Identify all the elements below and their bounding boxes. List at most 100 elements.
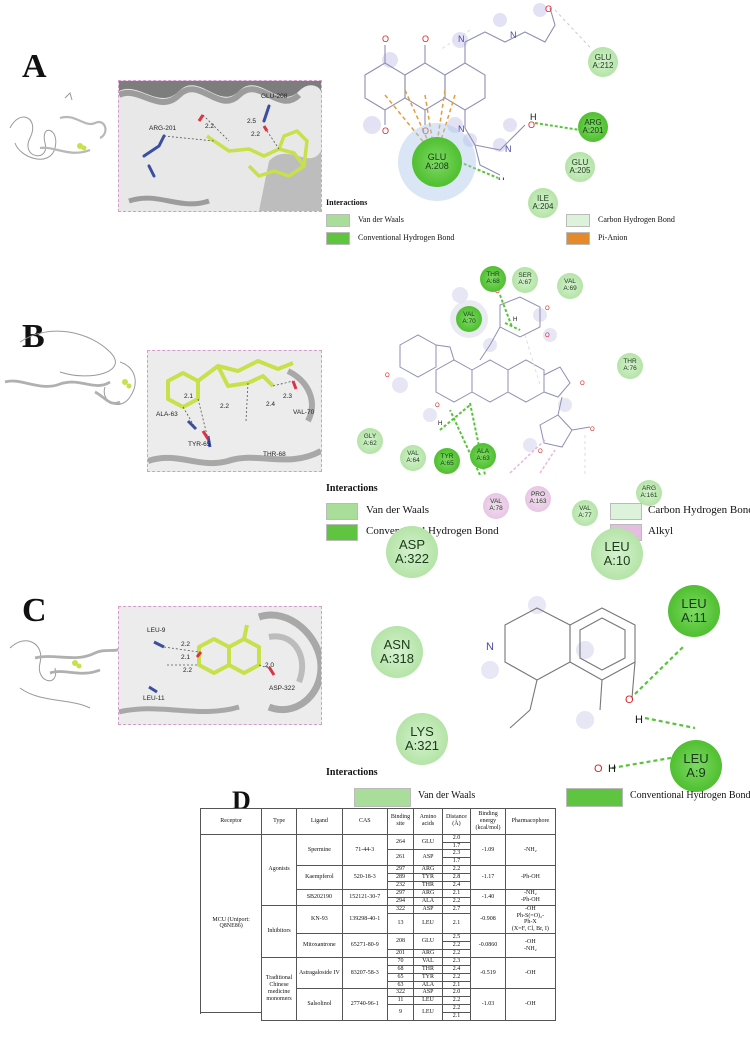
legend-swatch-carbon-hbond (566, 214, 590, 227)
distance-cell: 2.2 (441, 949, 472, 958)
residue-tyr-65: TYR A:65 (434, 448, 460, 474)
aa-cell: TYR (413, 972, 443, 982)
residue-name: LEU (604, 539, 630, 555)
distance-cell: 1.7 (441, 857, 472, 867)
distance-cell: 2.2 (441, 941, 472, 951)
residue-pro-163: PRO A:163 (525, 486, 551, 512)
site-cell: 289 (386, 873, 415, 883)
residue-id: A:161 (640, 492, 658, 499)
legend-label: Pi-Anion (598, 233, 628, 242)
svg-text:O: O (382, 126, 389, 136)
zoom-label: VAL-70 (293, 409, 315, 416)
zoom-label: 2.0 (265, 662, 275, 669)
residue-name: GLY (363, 433, 377, 441)
distance-cell: 2.1 (441, 888, 472, 898)
residue-id: A:9 (686, 765, 706, 780)
legend-label: Van der Waals (358, 215, 404, 224)
col-header: Pharmacophore (504, 808, 557, 835)
energy-cell: -0.519 (470, 956, 506, 990)
residue-leu-10: LEU A:10 (591, 528, 643, 580)
residue-id: A:62 (363, 440, 377, 447)
svg-text:N: N (486, 641, 494, 653)
pharm-cell: -OH (504, 988, 557, 1022)
legend-swatch-vdw (354, 788, 411, 807)
distance-cell: 2.1 (441, 1012, 472, 1022)
legend-label: Alkyl (648, 525, 674, 537)
residue-ser-67: SER A:67 (512, 267, 538, 293)
svg-text:O: O (625, 694, 634, 706)
svg-text:O: O (385, 373, 390, 379)
aa-cell: ALA (413, 896, 443, 906)
residue-id: A:68 (486, 278, 500, 285)
legend-title: Interactions (326, 198, 368, 207)
residue-id: A:208 (425, 161, 449, 171)
energy-cell: -1.03 (470, 988, 506, 1022)
distance-cell: 2.2 (441, 996, 472, 1006)
legend-swatch-vdw (326, 503, 358, 520)
table-header-row: Receptor Type Ligand CAS Binding site Am… (199, 808, 557, 835)
zoom-label: GLU-208 (261, 93, 288, 100)
residue-name: SER (518, 272, 532, 280)
ligand-cell: Spermine (295, 833, 343, 867)
residue-name: VAL (463, 311, 475, 319)
panel-a-protein-overview (9, 92, 107, 160)
ligand-cell: SB202190 (295, 888, 343, 906)
residue-name: GLU (571, 157, 589, 167)
aa-cell: LEU (413, 996, 443, 1006)
site-cell: 322 (386, 904, 415, 914)
legend-swatch-hbond (566, 788, 623, 807)
residue-id: A:321 (405, 738, 439, 753)
residue-val-70: VAL A:70 (456, 306, 482, 332)
svg-text:H: H (513, 317, 517, 323)
residue-name: ILE (536, 193, 549, 203)
svg-text:O: O (538, 449, 543, 455)
zoom-label: 2.5 (247, 118, 257, 125)
residue-name: LEU (681, 596, 707, 612)
ligand-cell: Kaempferol (295, 865, 343, 890)
residue-arg-201: ARG A:201 (578, 112, 608, 142)
zoom-label: 2.3 (283, 393, 293, 400)
svg-text:H: H (635, 714, 643, 726)
residue-id: A:318 (380, 651, 414, 666)
distance-cell: 2.2 (441, 1004, 472, 1014)
svg-text:H: H (438, 421, 442, 427)
svg-text:N: N (458, 34, 465, 44)
residue-ala-63: ALA A:63 (470, 443, 496, 469)
zoom-label: 2.2 (183, 667, 193, 674)
residue-id: A:163 (529, 498, 547, 505)
svg-text:O: O (435, 403, 440, 409)
distance-cell: 2.1 (441, 980, 472, 990)
energy-cell: -1.17 (470, 865, 506, 890)
residue-id: A:322 (395, 551, 429, 566)
pharm-cell: -OH (504, 956, 557, 990)
cas-cell: 152121-30-7 (341, 888, 388, 906)
panel-label-b: B (22, 318, 45, 355)
aa-cell: ASP (413, 904, 443, 914)
type-cell: Traditional Chinese medicine monomers (261, 956, 297, 1022)
svg-text:H: H (530, 112, 537, 122)
cas-cell: 65271-80-9 (341, 933, 388, 958)
residue-id: A:212 (592, 61, 614, 70)
svg-text:O: O (422, 126, 429, 136)
residue-name: ARG (641, 485, 657, 493)
binding-table: Receptor Type Ligand CAS Binding site Am… (199, 808, 557, 1022)
table-row: Mitoxantrone 65271-80-9 208 GLU 2.5 -0.0… (201, 933, 557, 958)
table-row: Traditional Chinese medicine monomers As… (201, 956, 557, 1022)
legend-title: Interactions (326, 767, 378, 778)
residue-val-69: VAL A:69 (557, 273, 583, 299)
panel-b-protein-overview (4, 330, 136, 405)
residue-leu-11: LEU A:11 (668, 585, 720, 637)
distance-cell: 2.2 (441, 972, 472, 982)
aa-cell: TYR (413, 873, 443, 883)
distance-cell: 2.8 (441, 873, 472, 883)
zoom-label: TYR-65 (188, 441, 211, 448)
pharm-cell: -NH₂ -Ph-OH (504, 888, 557, 906)
legend-label: Carbon Hydrogen Bond (648, 504, 750, 516)
residue-name: VAL (407, 450, 419, 458)
table-row: MCU (Uniport: Q8NE86) Agonists Spermine … (199, 833, 557, 1014)
type-cell: Inhibitors (261, 904, 297, 958)
aa-cell: ASP (413, 988, 443, 998)
zoom-label: ASP-322 (269, 685, 296, 692)
receptor-cell: MCU (Uniport: Q8NE86) (199, 833, 263, 1014)
svg-text:H: H (608, 763, 616, 775)
